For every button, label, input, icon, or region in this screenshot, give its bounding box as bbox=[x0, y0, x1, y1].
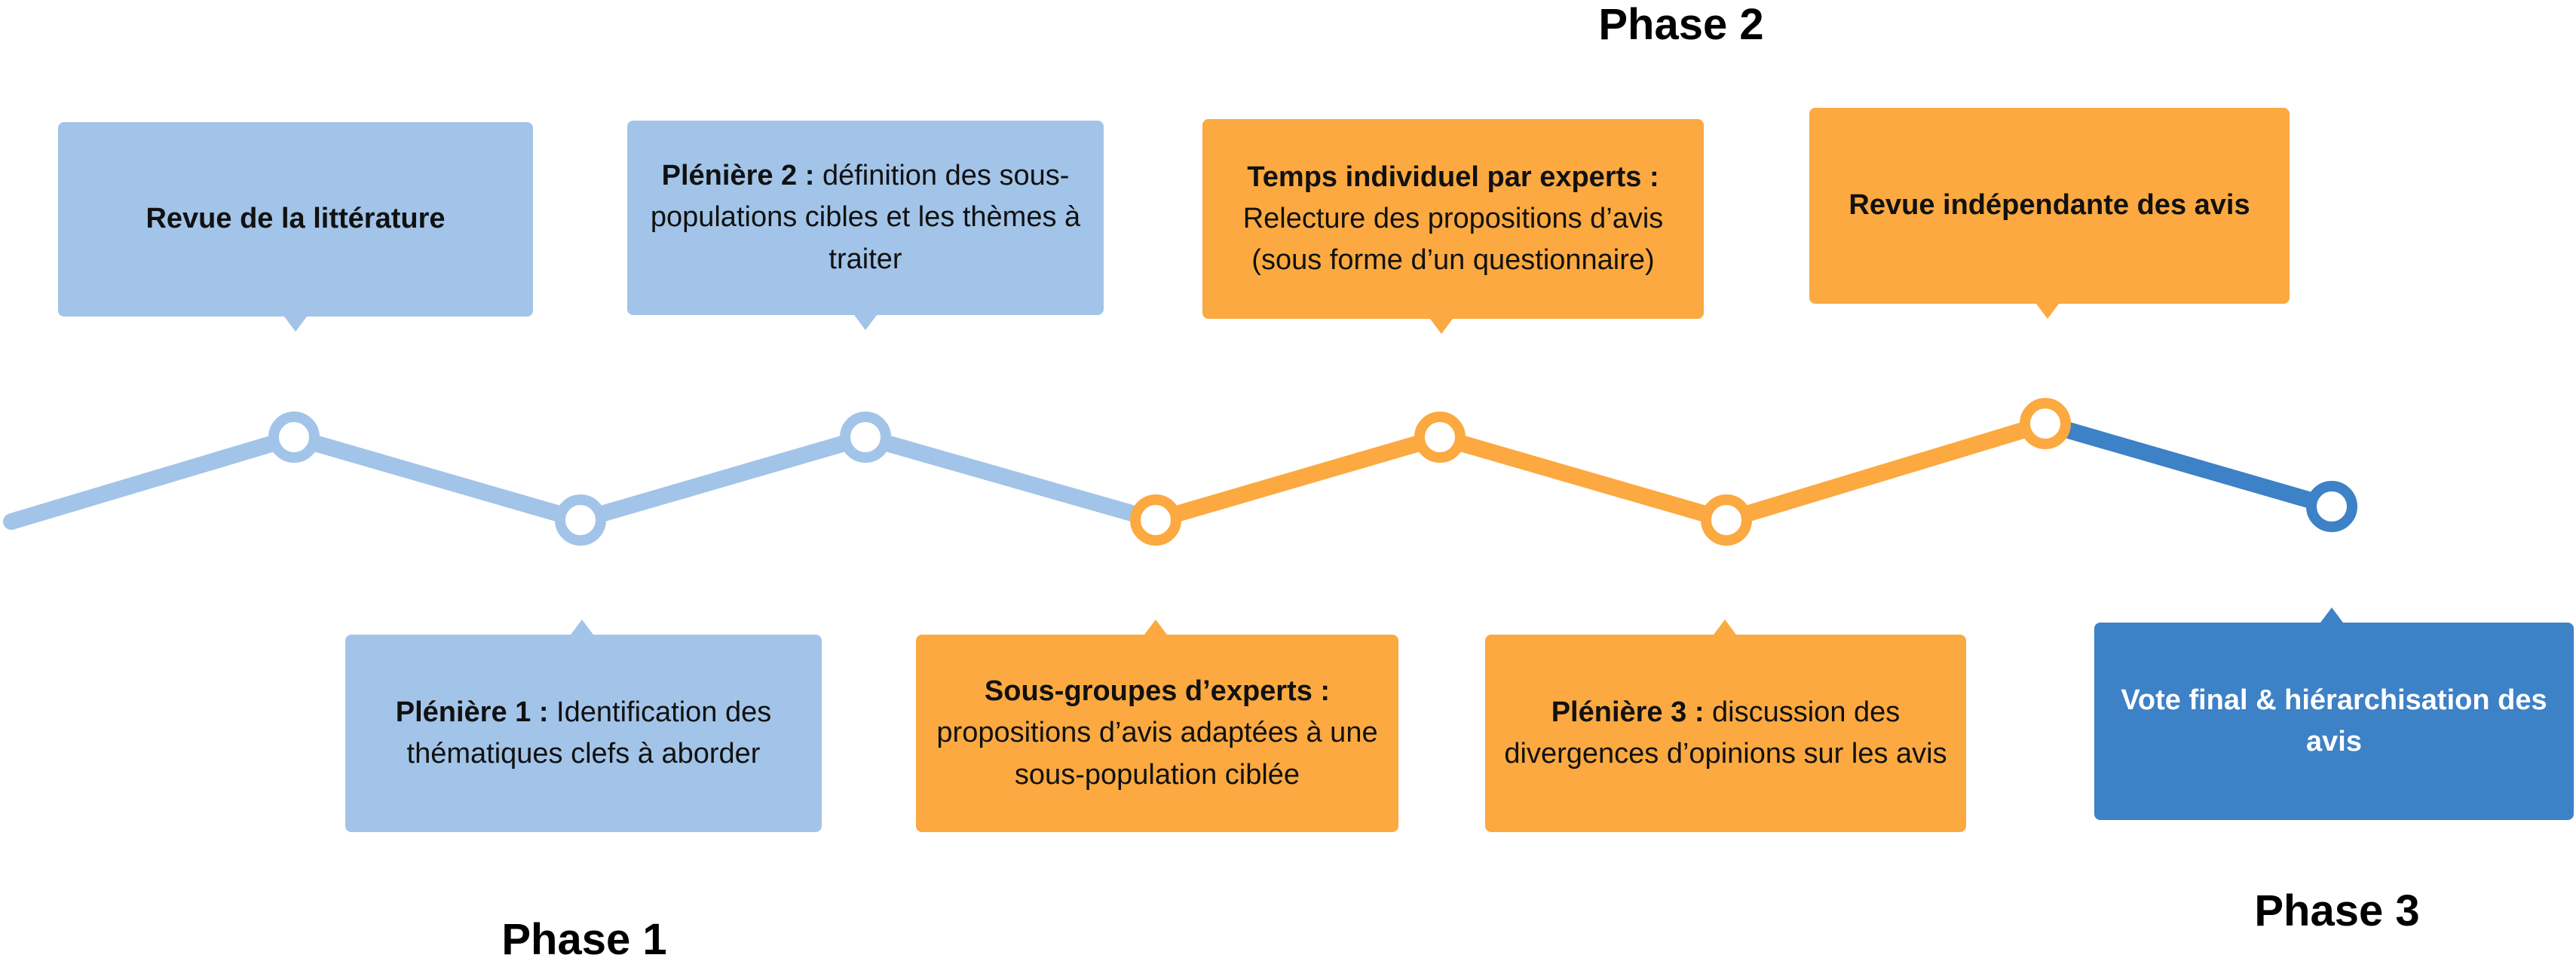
timeline-node-7 bbox=[2020, 398, 2071, 449]
step-pointer bbox=[571, 620, 593, 635]
timeline-segment-6 bbox=[1718, 415, 2054, 528]
step-pointer bbox=[854, 315, 877, 330]
step-description: propositions d’avis adaptées à une sous-… bbox=[936, 717, 1378, 791]
step-text: Temps individuel par experts : Relecture… bbox=[1219, 157, 1687, 281]
step-pointer bbox=[284, 317, 307, 332]
step-text: Revue de la littérature bbox=[75, 198, 516, 240]
step-pointer bbox=[1714, 620, 1736, 635]
step-title: Plénière 2 : bbox=[661, 160, 815, 192]
step-text: Plénière 2 : définition des sous-populat… bbox=[644, 155, 1087, 280]
step-title: Revue de la littérature bbox=[145, 203, 446, 235]
step-box-pleniere-3: Plénière 3 : discussion des divergences … bbox=[1485, 635, 1966, 832]
step-pointer bbox=[2320, 607, 2343, 623]
timeline-segment-2 bbox=[572, 429, 874, 528]
timeline-node-6 bbox=[1701, 494, 1752, 546]
step-description: Relecture des propositions d’avis (sous … bbox=[1242, 202, 1664, 277]
step-description: Identification des thématiques clefs à a… bbox=[406, 696, 772, 770]
step-title: Revue indépendante des avis bbox=[1849, 189, 2250, 222]
step-box-revue-litterature: Revue de la littérature bbox=[58, 122, 533, 317]
step-box-pleniere-2: Plénière 2 : définition des sous-populat… bbox=[627, 121, 1104, 315]
step-title: Plénière 1 : bbox=[395, 696, 549, 728]
phase-2-label: Phase 2 bbox=[1598, 0, 1764, 49]
timeline-segment-lead bbox=[3, 429, 302, 530]
step-title: Vote final & hiérarchisation des avis bbox=[2121, 684, 2547, 757]
step-description: discussion des divergences d’opinions su… bbox=[1504, 696, 1947, 770]
timeline-segment-1 bbox=[286, 429, 589, 528]
step-title: Sous-groupes d’experts : bbox=[984, 675, 1331, 708]
step-box-sous-groupes: Sous-groupes d’experts : propositions d’… bbox=[916, 635, 1398, 832]
step-text: Plénière 3 : discussion des divergences … bbox=[1502, 692, 1950, 775]
step-text: Vote final & hiérarchisation des avis bbox=[2111, 680, 2557, 763]
step-text: Plénière 1 : Identification des thématiq… bbox=[362, 692, 805, 775]
step-pointer bbox=[1430, 319, 1453, 334]
timeline-node-5 bbox=[1414, 412, 1466, 463]
step-title: Plénière 3 : bbox=[1551, 696, 1705, 728]
step-title: Temps individuel par experts : bbox=[1247, 161, 1659, 193]
step-pointer bbox=[1144, 620, 1167, 635]
timeline-segment-5 bbox=[1432, 429, 1735, 528]
timeline-segment-4 bbox=[1147, 429, 1448, 528]
timeline-node-8 bbox=[2306, 481, 2357, 532]
step-description: définition des sous-populations cibles e… bbox=[650, 160, 1081, 275]
timeline-node-2 bbox=[555, 494, 606, 546]
phase-3-label: Phase 3 bbox=[2254, 886, 2420, 935]
step-box-pleniere-1: Plénière 1 : Identification des thématiq… bbox=[345, 635, 822, 832]
timeline-node-4 bbox=[1130, 494, 1181, 546]
step-box-temps-individuel: Temps individuel par experts : Relecture… bbox=[1202, 119, 1704, 319]
timeline-segment-7 bbox=[2037, 415, 2340, 515]
timeline-node-1 bbox=[268, 412, 320, 463]
timeline-node-3 bbox=[840, 412, 891, 463]
step-box-vote-final: Vote final & hiérarchisation des avis bbox=[2094, 623, 2574, 820]
step-pointer bbox=[2036, 304, 2059, 319]
step-text: Sous-groupes d’experts : propositions d’… bbox=[933, 671, 1382, 795]
step-box-revue-independante: Revue indépendante des avis bbox=[1809, 108, 2290, 304]
phase-1-label: Phase 1 bbox=[501, 915, 667, 964]
timeline-segment-3 bbox=[857, 429, 1164, 528]
step-text: Revue indépendante des avis bbox=[1826, 185, 2273, 226]
